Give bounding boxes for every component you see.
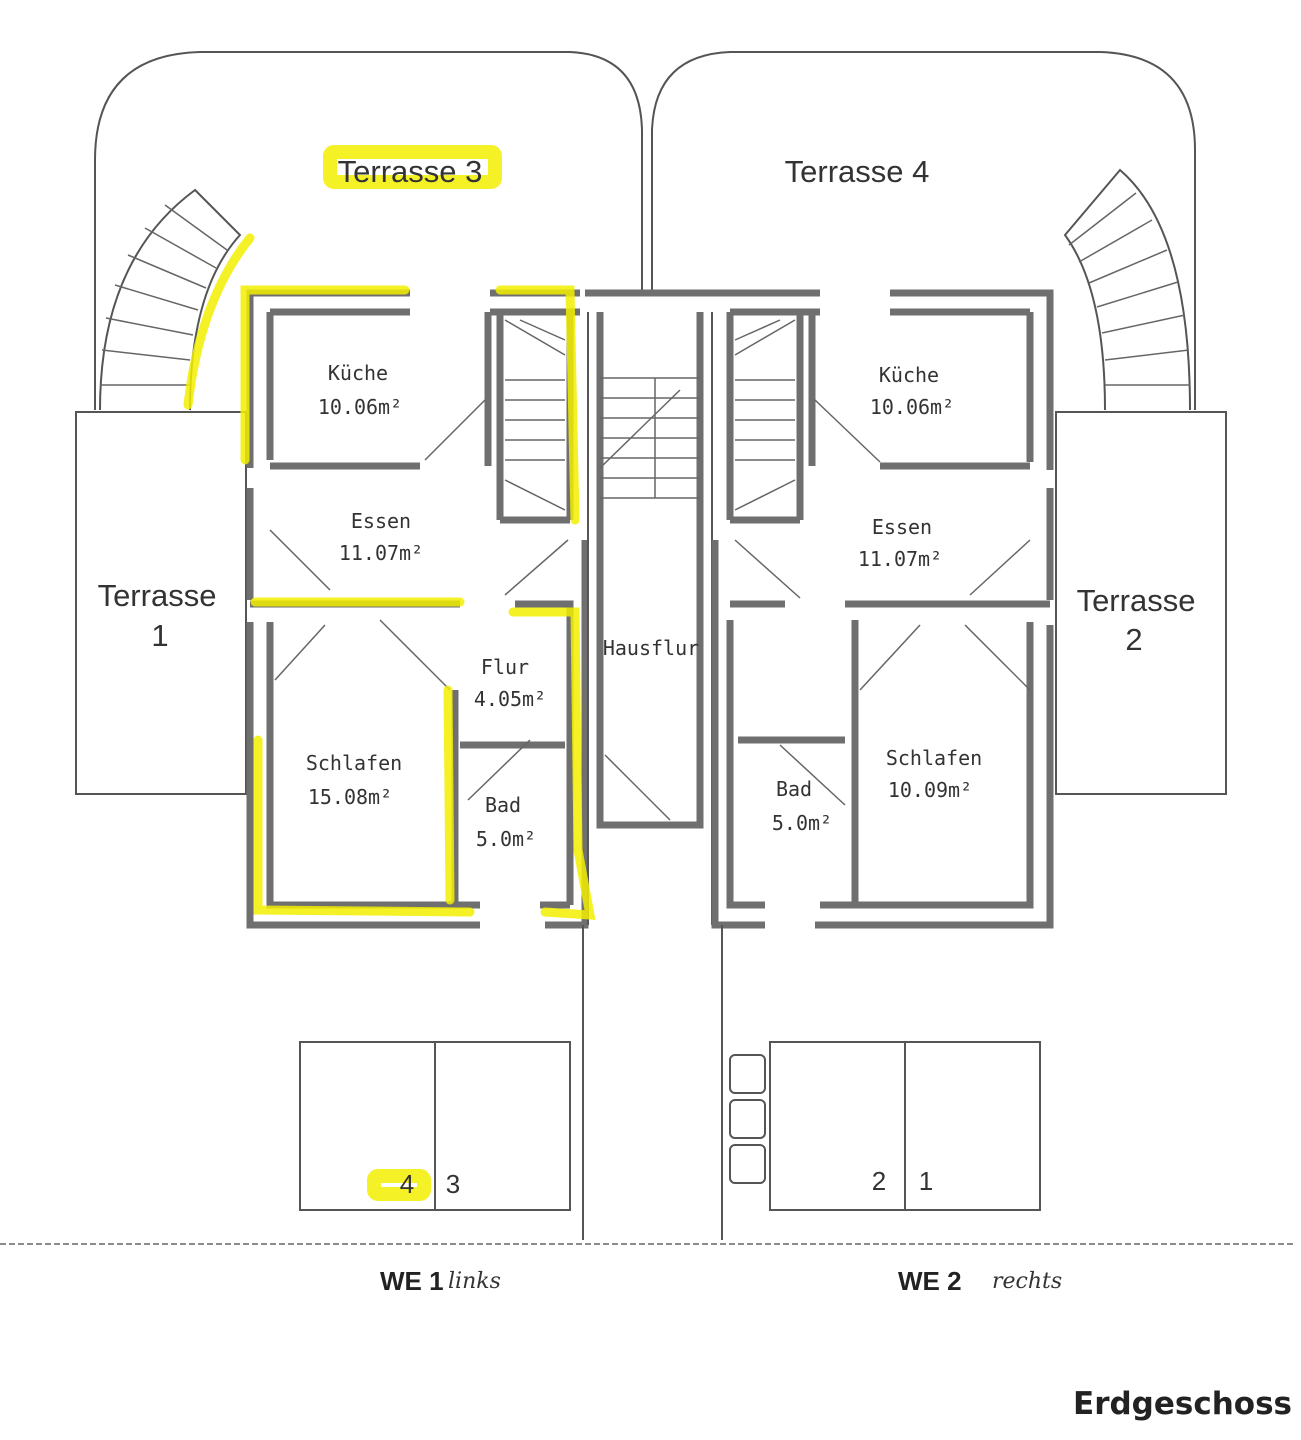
terrace-4-outline [651, 51, 1196, 410]
left-dining-name: Essen [351, 509, 411, 533]
left-bath-name: Bad [485, 793, 521, 817]
bin-2 [729, 1099, 766, 1139]
terrace-2-label-word: Terrasse [1077, 583, 1196, 618]
unit-2-label: WE 2 [898, 1266, 962, 1296]
stair-right-unit [734, 319, 796, 511]
left-hall-area: 4.05m² [474, 687, 546, 711]
unit-1-handwritten: links [448, 1269, 501, 1294]
right-bath-area: 5.0m² [772, 811, 832, 835]
terrace-1-label-num: 1 [151, 618, 168, 653]
parking-number-2: 2 [872, 1166, 886, 1196]
right-unit-walls [711, 289, 1054, 929]
parking-number-1: 1 [919, 1166, 933, 1196]
spiral-stair-right [1063, 168, 1191, 411]
floor-title: Erdgeschoss [1073, 1386, 1292, 1422]
stair-left-unit [504, 319, 566, 511]
left-bedroom-area: 15.08m² [308, 785, 392, 809]
right-bedroom-area: 10.09m² [888, 778, 972, 802]
hausflur-walls [585, 289, 715, 925]
left-hall-name: Flur [481, 655, 529, 679]
right-dining-area: 11.07m² [858, 547, 942, 571]
parking-area [0, 925, 1295, 1245]
spiral-stair-left [99, 188, 242, 411]
parking-number-3: 3 [446, 1169, 460, 1199]
staircase-main [599, 377, 700, 499]
right-bath-name: Bad [776, 777, 812, 801]
door-swings [269, 399, 1031, 821]
left-kitchen-area: 10.06m² [318, 395, 402, 419]
hausflur-label: Hausflur [603, 636, 699, 660]
right-bedroom-name: Schlafen [886, 746, 982, 770]
terrace-3-outline [94, 51, 643, 410]
terrace-1-label-word: Terrasse [98, 578, 217, 613]
terrace-1-outline [75, 411, 247, 795]
bin-1 [729, 1054, 766, 1094]
highlight-marks [183, 145, 596, 1201]
terrace-2-outline [1055, 411, 1227, 795]
unit-1-label: WE 1 [380, 1266, 444, 1296]
right-dining-name: Essen [872, 515, 932, 539]
left-kitchen-name: Küche [328, 361, 388, 385]
terrace-4-label: Terrasse 4 [785, 154, 930, 189]
parking-number-4: 4 [400, 1169, 414, 1199]
terrace-3-label: Terrasse 3 [338, 154, 483, 189]
bin-3 [729, 1144, 766, 1184]
right-kitchen-name: Küche [879, 363, 939, 387]
left-bedroom-name: Schlafen [306, 751, 402, 775]
terrace-2-label-num: 2 [1125, 622, 1142, 657]
left-dining-area: 11.07m² [339, 541, 423, 565]
left-bath-area: 5.0m² [476, 827, 536, 851]
right-kitchen-area: 10.06m² [870, 395, 954, 419]
unit-2-handwritten: rechts [992, 1269, 1062, 1294]
